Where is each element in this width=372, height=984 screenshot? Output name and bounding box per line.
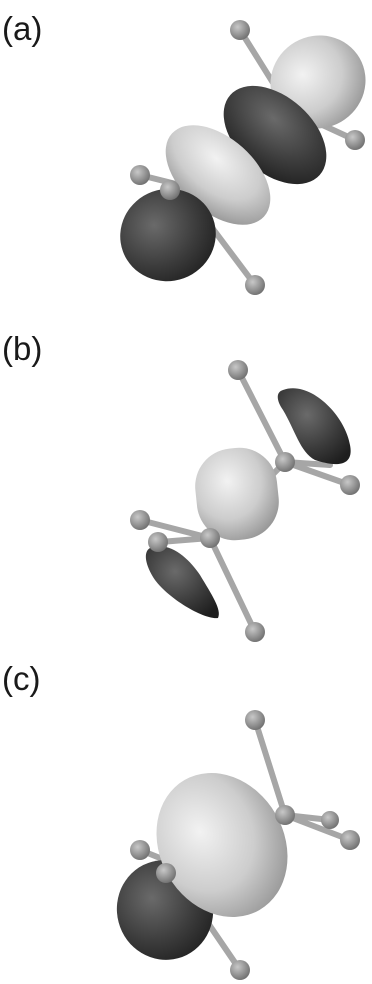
atom — [230, 960, 250, 980]
orbital-c-figure — [116, 710, 360, 980]
atom — [156, 863, 176, 883]
atom — [130, 165, 150, 185]
orbital-lobe-light — [156, 773, 288, 917]
atom — [160, 180, 180, 200]
atom — [275, 452, 295, 472]
atoms-a — [130, 20, 365, 295]
panel-label-b: (b) — [2, 330, 43, 367]
atom — [345, 130, 365, 150]
atom — [245, 275, 265, 295]
panel-label-a: (a) — [2, 10, 43, 47]
atom — [340, 830, 360, 850]
atoms-c — [130, 710, 360, 980]
atom — [275, 805, 295, 825]
atom — [321, 811, 339, 829]
atom — [230, 20, 250, 40]
orbital-lobe-dark — [120, 188, 216, 282]
atom — [130, 840, 150, 860]
panel-a: (a) — [0, 0, 372, 320]
atom — [130, 510, 150, 530]
atom — [340, 475, 360, 495]
atoms-b — [130, 360, 360, 642]
orbital-b-figure — [130, 360, 360, 642]
atom — [245, 710, 265, 730]
panel-b: (b) — [0, 320, 372, 650]
atom — [200, 528, 220, 548]
orbital-lobe-dark — [277, 388, 351, 465]
atom — [245, 622, 265, 642]
panel-c: (c) — [0, 650, 372, 984]
orbital-lobe-dark — [145, 546, 219, 619]
panel-label-c: (c) — [2, 660, 41, 697]
orbital-lobe-light — [195, 447, 279, 541]
atom — [148, 532, 168, 552]
atom — [228, 360, 248, 380]
orbital-a-figure — [120, 20, 366, 295]
